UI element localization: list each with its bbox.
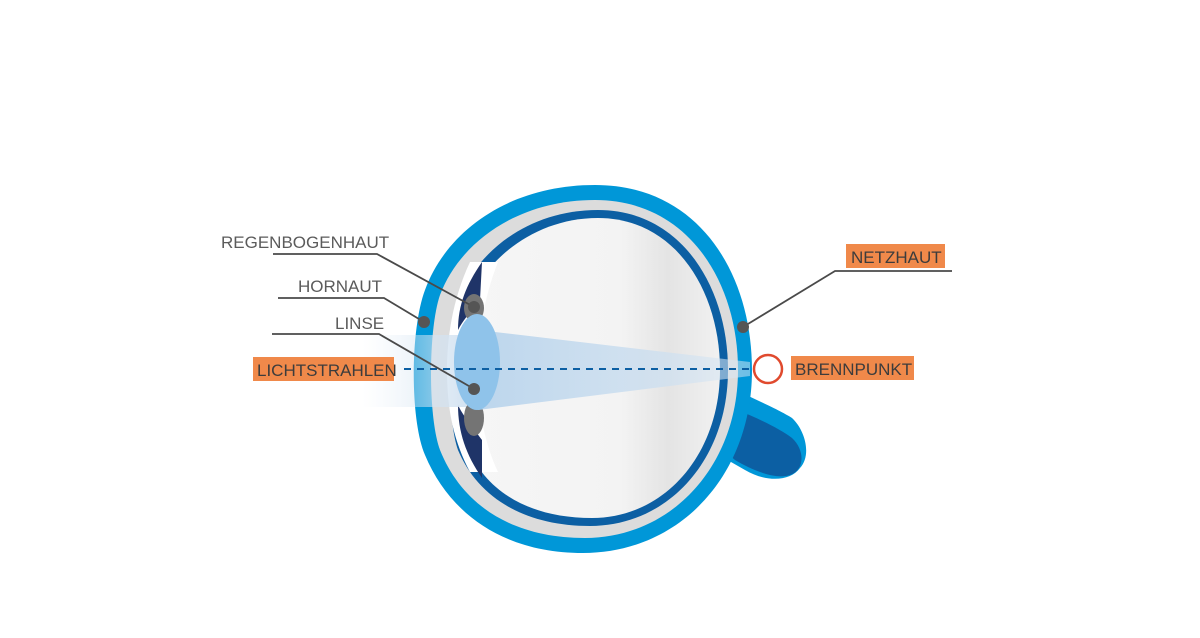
label-cornea: HORNAUT: [298, 277, 382, 296]
label-focal-point-box: BRENNPUNKT: [791, 356, 914, 380]
label-retina: NETZHAUT: [851, 248, 942, 267]
label-light-rays: LICHTSTRAHLEN: [257, 361, 397, 380]
leader-lines: [272, 253, 952, 390]
leader-cornea: [278, 297, 425, 323]
lens: [454, 314, 500, 410]
label-lens: LINSE: [335, 314, 384, 333]
leader-lens: [272, 333, 475, 390]
leader-iris: [273, 253, 475, 308]
leader-retina: [742, 270, 952, 328]
label-light-rays-box: LICHTSTRAHLEN: [253, 357, 397, 381]
label-focal-point: BRENNPUNKT: [795, 360, 912, 379]
focal-point-ring: [752, 353, 784, 385]
label-retina-box: NETZHAUT: [846, 244, 945, 268]
leader-dots: [418, 301, 749, 395]
label-iris: REGENBOGENHAUT: [221, 233, 389, 252]
